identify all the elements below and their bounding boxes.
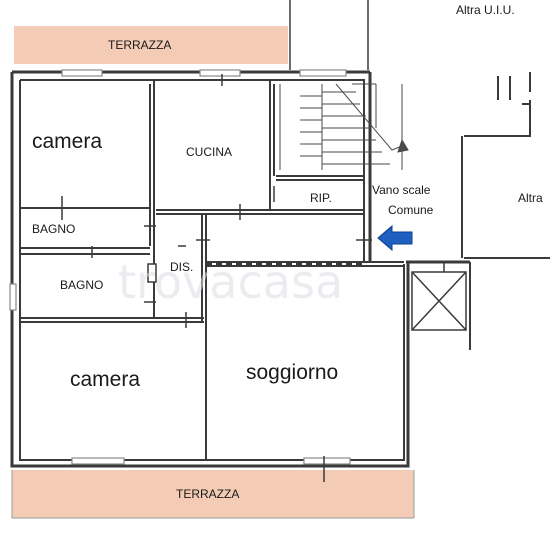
label-dis: DIS. bbox=[170, 260, 193, 274]
label-vano-scale-1: Vano scale bbox=[372, 183, 431, 197]
label-rip: RIP. bbox=[310, 191, 332, 205]
label-bagno-1: BAGNO bbox=[32, 222, 75, 236]
label-terrazza-bottom: TERRAZZA bbox=[176, 487, 239, 501]
label-soggiorno: soggiorno bbox=[246, 361, 338, 384]
label-camera-top: camera bbox=[32, 130, 102, 153]
label-bagno-2: BAGNO bbox=[60, 278, 103, 292]
entry-arrow-icon bbox=[377, 224, 413, 252]
label-altra-uiu: Altra U.I.U. bbox=[456, 3, 515, 17]
terrace-top bbox=[14, 26, 288, 64]
lift-shaft-icon bbox=[411, 262, 467, 331]
label-cucina: CUCINA bbox=[186, 145, 232, 159]
staircase-icon bbox=[279, 83, 409, 170]
label-terrazza-top: TERRAZZA bbox=[108, 38, 171, 52]
terrace-bottom bbox=[12, 470, 414, 518]
adjacent-unit bbox=[461, 72, 550, 350]
label-camera-bottom: camera bbox=[70, 368, 140, 391]
label-altra: Altra bbox=[518, 191, 543, 205]
watermark: trovacasa bbox=[118, 255, 343, 309]
windows bbox=[9, 69, 351, 465]
interior-walls bbox=[19, 79, 405, 461]
label-vano-scale-2: Comune bbox=[388, 203, 434, 217]
door-marks bbox=[61, 74, 372, 482]
